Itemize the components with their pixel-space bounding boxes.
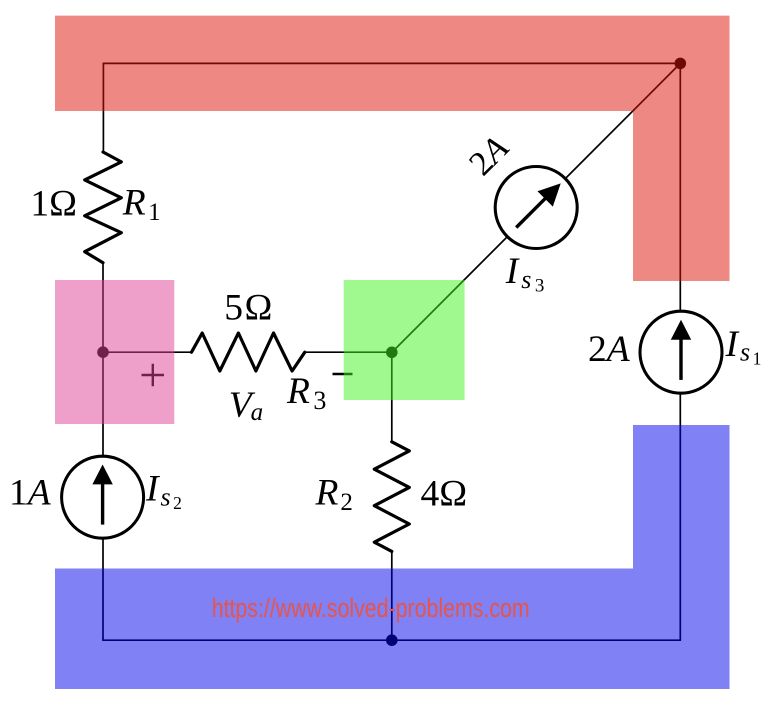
svg-text:5Ω: 5Ω	[224, 288, 272, 329]
svg-text:2A: 2A	[462, 128, 517, 183]
svg-text:Va: Va	[229, 385, 263, 426]
svg-text:R3: R3	[286, 371, 326, 415]
svg-text:R1: R1	[122, 183, 161, 227]
svg-text:Is2: Is2	[145, 469, 182, 513]
svg-text:1Ω: 1Ω	[30, 184, 77, 225]
svg-text:https://www.solved-problems.co: https://www.solved-problems.com	[212, 593, 530, 623]
svg-text:Is1: Is1	[725, 324, 762, 369]
svg-text:1A: 1A	[9, 473, 52, 514]
svg-text:Is3: Is3	[505, 251, 545, 297]
svg-text:4Ω: 4Ω	[421, 474, 468, 515]
svg-text:R2: R2	[315, 473, 353, 517]
svg-text:2A: 2A	[588, 329, 631, 370]
